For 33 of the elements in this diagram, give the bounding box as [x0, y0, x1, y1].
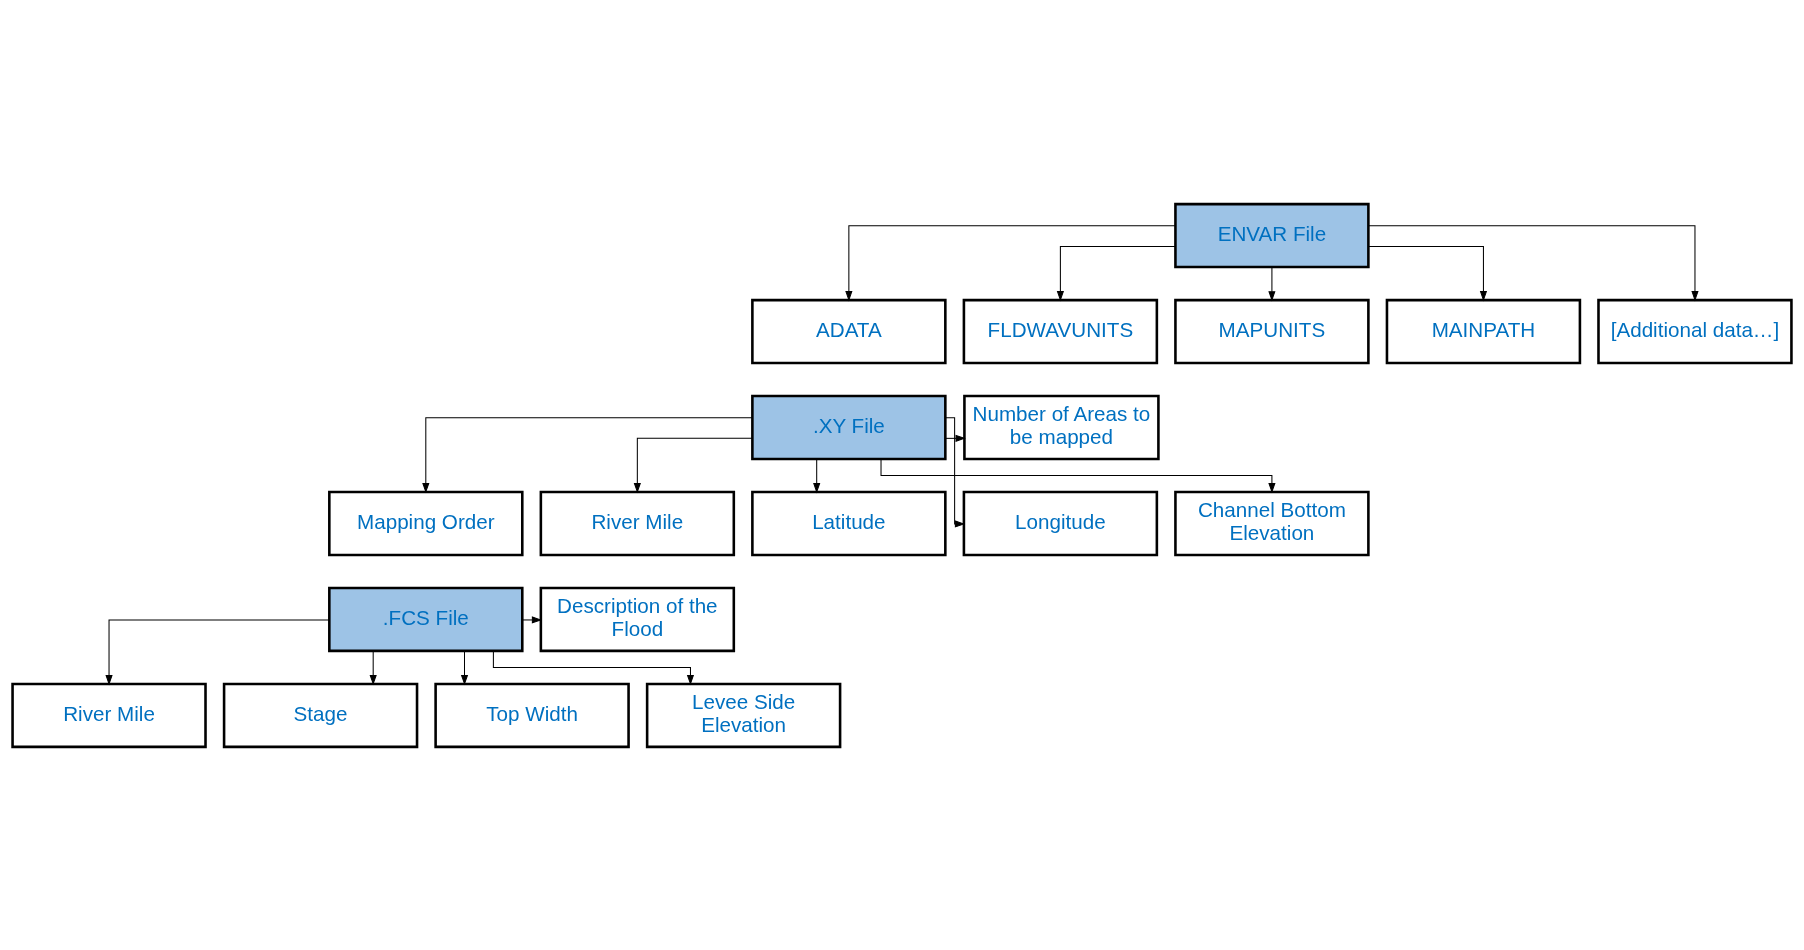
arrow	[845, 224, 1176, 301]
arrow	[369, 650, 377, 685]
arrow	[492, 650, 695, 685]
node-box: FLDWAVUNITS	[962, 298, 1159, 364]
node-box: .FCS File	[328, 586, 524, 652]
arrow	[521, 615, 543, 624]
node-box: .XY File	[751, 394, 947, 460]
arrow	[1056, 245, 1176, 301]
node-box: MAPUNITS	[1174, 298, 1370, 364]
arrow	[813, 458, 821, 493]
node-box: Description of the Flood	[539, 586, 736, 652]
node-box: [Additional data…]	[1597, 298, 1793, 364]
node-box: River Mile	[11, 682, 207, 748]
node-box: Latitude	[751, 490, 947, 556]
arrow	[460, 650, 469, 685]
node-box: Stage	[222, 682, 419, 748]
arrow	[422, 416, 753, 493]
node-box: Top Width	[434, 682, 630, 748]
node-box: MAINPATH	[1385, 298, 1582, 364]
arrow	[1268, 266, 1276, 301]
node-box: River Mile	[539, 490, 736, 556]
node-box: Mapping Order	[328, 490, 524, 556]
arrow	[880, 458, 1276, 493]
node-box: Longitude	[962, 490, 1159, 556]
node-box: ADATA	[751, 298, 947, 364]
arrow	[633, 437, 753, 493]
node-box: Number of Areas to be mapped	[963, 394, 1160, 460]
arrow	[1367, 224, 1699, 301]
arrow	[1367, 245, 1488, 301]
node-box: ENVAR File	[1174, 202, 1370, 268]
node-box: Levee Side Elevation	[645, 682, 842, 748]
node-box: Channel Bottom Elevation	[1174, 490, 1370, 556]
arrow	[105, 618, 330, 685]
